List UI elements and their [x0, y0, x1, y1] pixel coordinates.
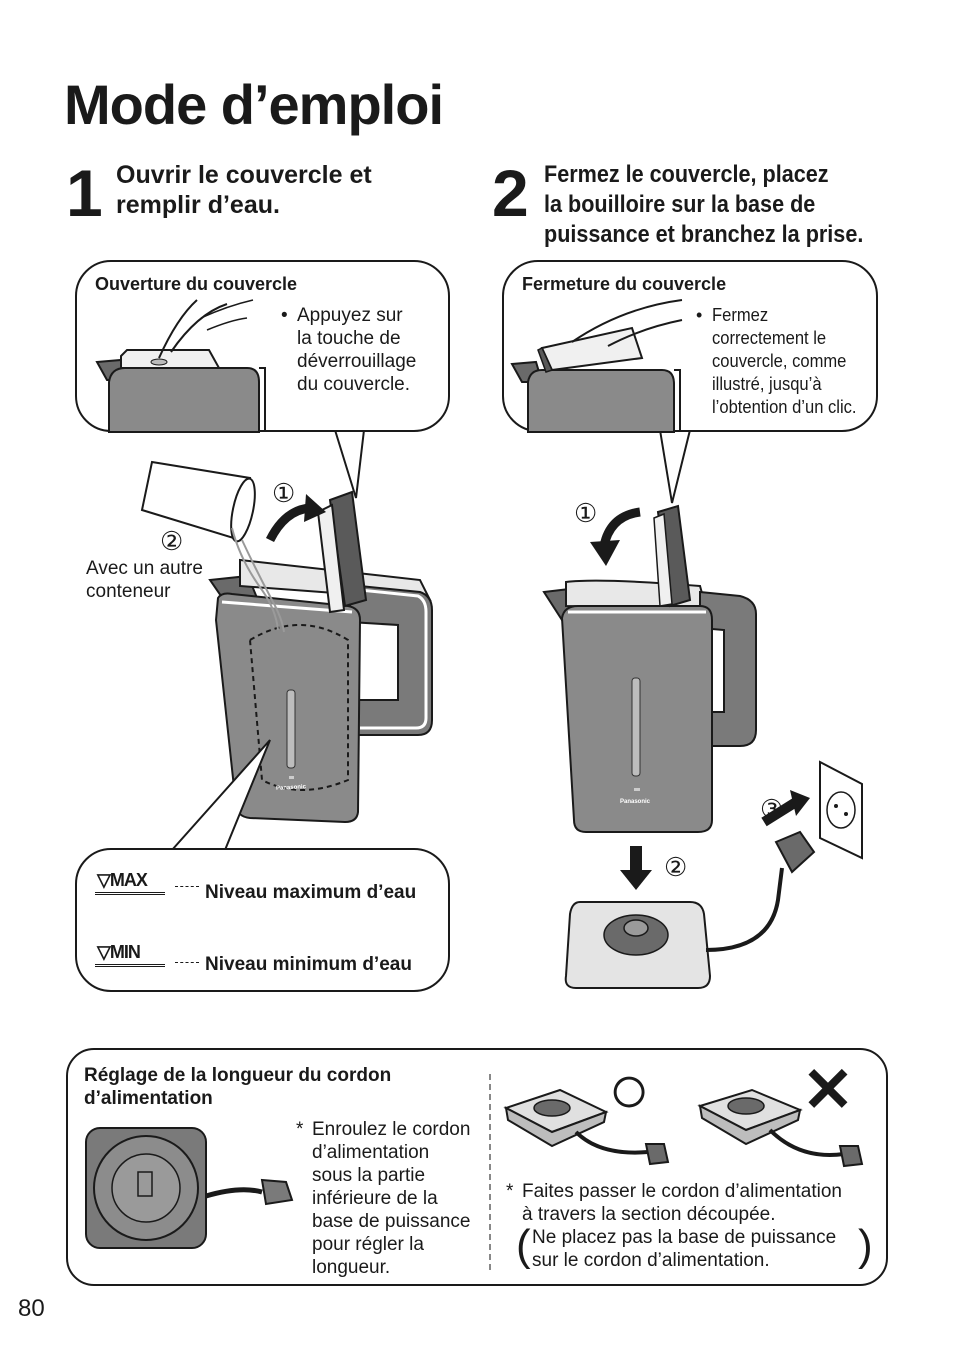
- step-1-heading-line1: Ouvrir le couvercle et: [116, 161, 372, 189]
- step-1-marker-2: ②: [160, 526, 184, 556]
- page-title: Mode d’emploi: [64, 73, 444, 136]
- cord-route-note: * Faites passer le cordon d’alimentation…: [506, 1181, 843, 1225]
- max-tag: ▽MAX: [97, 870, 148, 890]
- cord-ok-illustration: [503, 1088, 670, 1166]
- step-1-callout-pointer: [334, 429, 365, 499]
- step-1-callout-title: Ouverture du couvercle: [95, 274, 298, 294]
- cord-warning: Ne placez pas la base de puissance sur l…: [532, 1227, 837, 1271]
- step-1-kettle-illustration: [140, 460, 433, 851]
- max-dash: [175, 886, 199, 887]
- step-1-heading-line2: remplir d’eau.: [116, 191, 280, 219]
- paren-open: (: [516, 1221, 531, 1270]
- min-line: [95, 964, 165, 967]
- step-1-callout: Ouverture du couvercle • Appuyez sur la …: [75, 260, 450, 433]
- step-2-callout: Fermeture du couvercle • Fermez correcte…: [502, 260, 878, 433]
- step-2-marker-2: ②: [664, 852, 688, 882]
- step-2-callout-kettle: [510, 299, 683, 433]
- step-2-marker-3: ③: [760, 794, 784, 824]
- step-1-callout-kettle: [95, 299, 266, 433]
- ng-symbol-icon: ✕: [802, 1056, 854, 1125]
- paren-close: ): [858, 1221, 873, 1270]
- step-1-heading: Ouvrir le couvercle et remplir d’eau.: [116, 160, 372, 220]
- step-2-callout-pointer: [659, 429, 691, 504]
- max-label: Niveau maximum d’eau: [205, 882, 417, 903]
- step-1-callout-text: • Appuyez sur la touche de déverrouillag…: [281, 304, 441, 396]
- step-1-number: 1: [66, 156, 103, 230]
- cord-adjust-box: Réglage de la longueur du cordon d’alime…: [66, 1048, 888, 1286]
- step-2-number: 2: [492, 156, 529, 230]
- page-number: 80: [18, 1295, 45, 1322]
- step-1-callout-bullet: • Appuyez sur la touche de déverrouillag…: [281, 305, 417, 395]
- cord-title: Réglage de la longueur du cordon d’alime…: [84, 1065, 392, 1109]
- water-level-callout: ▽MAX Niveau maximum d’eau ▽MIN Niveau mi…: [75, 848, 450, 992]
- step-2-heading-line2: la bouilloire sur la base de: [544, 191, 816, 218]
- step-2-kettle-brand: Panasonic: [620, 799, 651, 805]
- step-1-container-label: Avec un autre conteneur: [86, 558, 203, 602]
- step-2-kettle-illustration: [542, 504, 863, 989]
- step-2-heading-line1: Fermez le couvercle, placez: [544, 161, 829, 188]
- step-2-callout-text: • Fermez correctement le couvercle, comm…: [696, 304, 874, 419]
- min-label: Niveau minimum d’eau: [205, 954, 412, 975]
- cord-ng-illustration: [697, 1088, 864, 1168]
- cord-underside-illustration: [85, 1127, 294, 1249]
- min-dash: [175, 962, 199, 963]
- step-1-marker-1: ①: [272, 478, 296, 508]
- step-2-marker-1: ①: [574, 498, 598, 528]
- step-2-heading-line3: puissance et branchez la prise.: [544, 221, 864, 248]
- step-2-callout-title: Fermeture du couvercle: [522, 274, 727, 294]
- step-2-callout-bullet: • Fermez correctement le couvercle, comm…: [696, 305, 857, 417]
- ok-symbol-icon: ○: [608, 1050, 651, 1128]
- step-2-heading: Fermez le couvercle, placez la bouilloir…: [544, 160, 886, 250]
- cord-wind-note: * Enroulez le cordon d’alimentation sous…: [296, 1119, 471, 1278]
- max-line: [95, 892, 165, 895]
- min-tag: ▽MIN: [97, 942, 141, 962]
